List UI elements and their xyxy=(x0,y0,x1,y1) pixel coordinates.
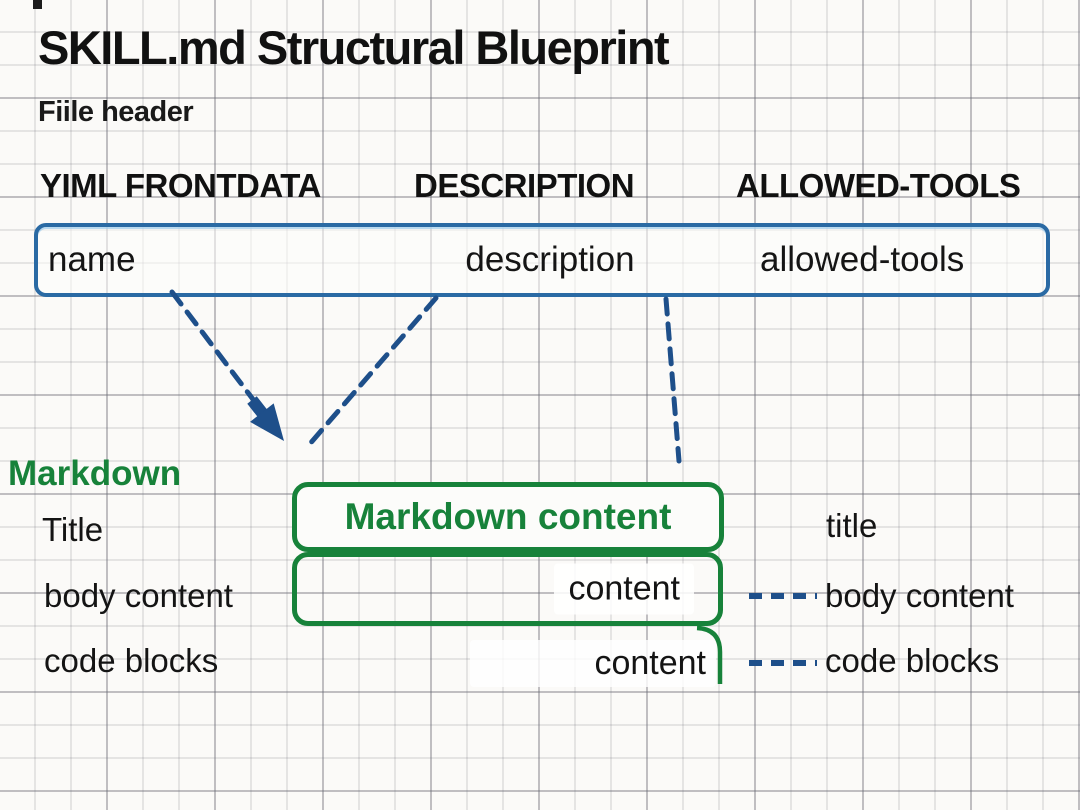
body-content-box: content xyxy=(292,552,723,626)
field-name: name xyxy=(48,240,136,279)
page-title: SKILL.md Structural Blueprint xyxy=(38,21,670,74)
right-label-title: title xyxy=(826,507,878,544)
right-label-body-content: body content xyxy=(825,577,1014,614)
left-label-body-content: body content xyxy=(44,577,233,614)
column-header-yaml-frontmatter: YIML FRONTDATA xyxy=(40,167,321,204)
frontmatter-fields-box: name description allowed-tools xyxy=(34,223,1050,297)
dashed-connector-name-to-markdown xyxy=(169,289,261,409)
dashed-connector-description-down xyxy=(663,296,682,464)
markdown-section-label: Markdown xyxy=(8,454,182,493)
markdown-content-box-label: Markdown content xyxy=(344,496,672,537)
column-header-description: DESCRIPTION xyxy=(414,167,635,204)
markdown-content-box: Markdown content xyxy=(292,482,724,552)
right-label-code-blocks: code blocks xyxy=(825,642,1000,679)
dashed-connector-description-left xyxy=(305,295,439,449)
column-header-allowed-tools: ALLOWED-TOOLS xyxy=(736,167,1021,204)
body-content-value: content xyxy=(554,563,694,615)
file-header-label: Fiile header xyxy=(38,96,194,128)
field-allowed-tools: allowed-tools xyxy=(760,240,965,279)
paper-edge-mark xyxy=(33,0,42,9)
down-arrow-icon xyxy=(247,396,285,441)
field-description: description xyxy=(465,240,635,279)
left-label-code-blocks: code blocks xyxy=(44,642,219,679)
left-label-title: Title xyxy=(42,511,104,548)
code-block-value: content xyxy=(470,640,716,687)
